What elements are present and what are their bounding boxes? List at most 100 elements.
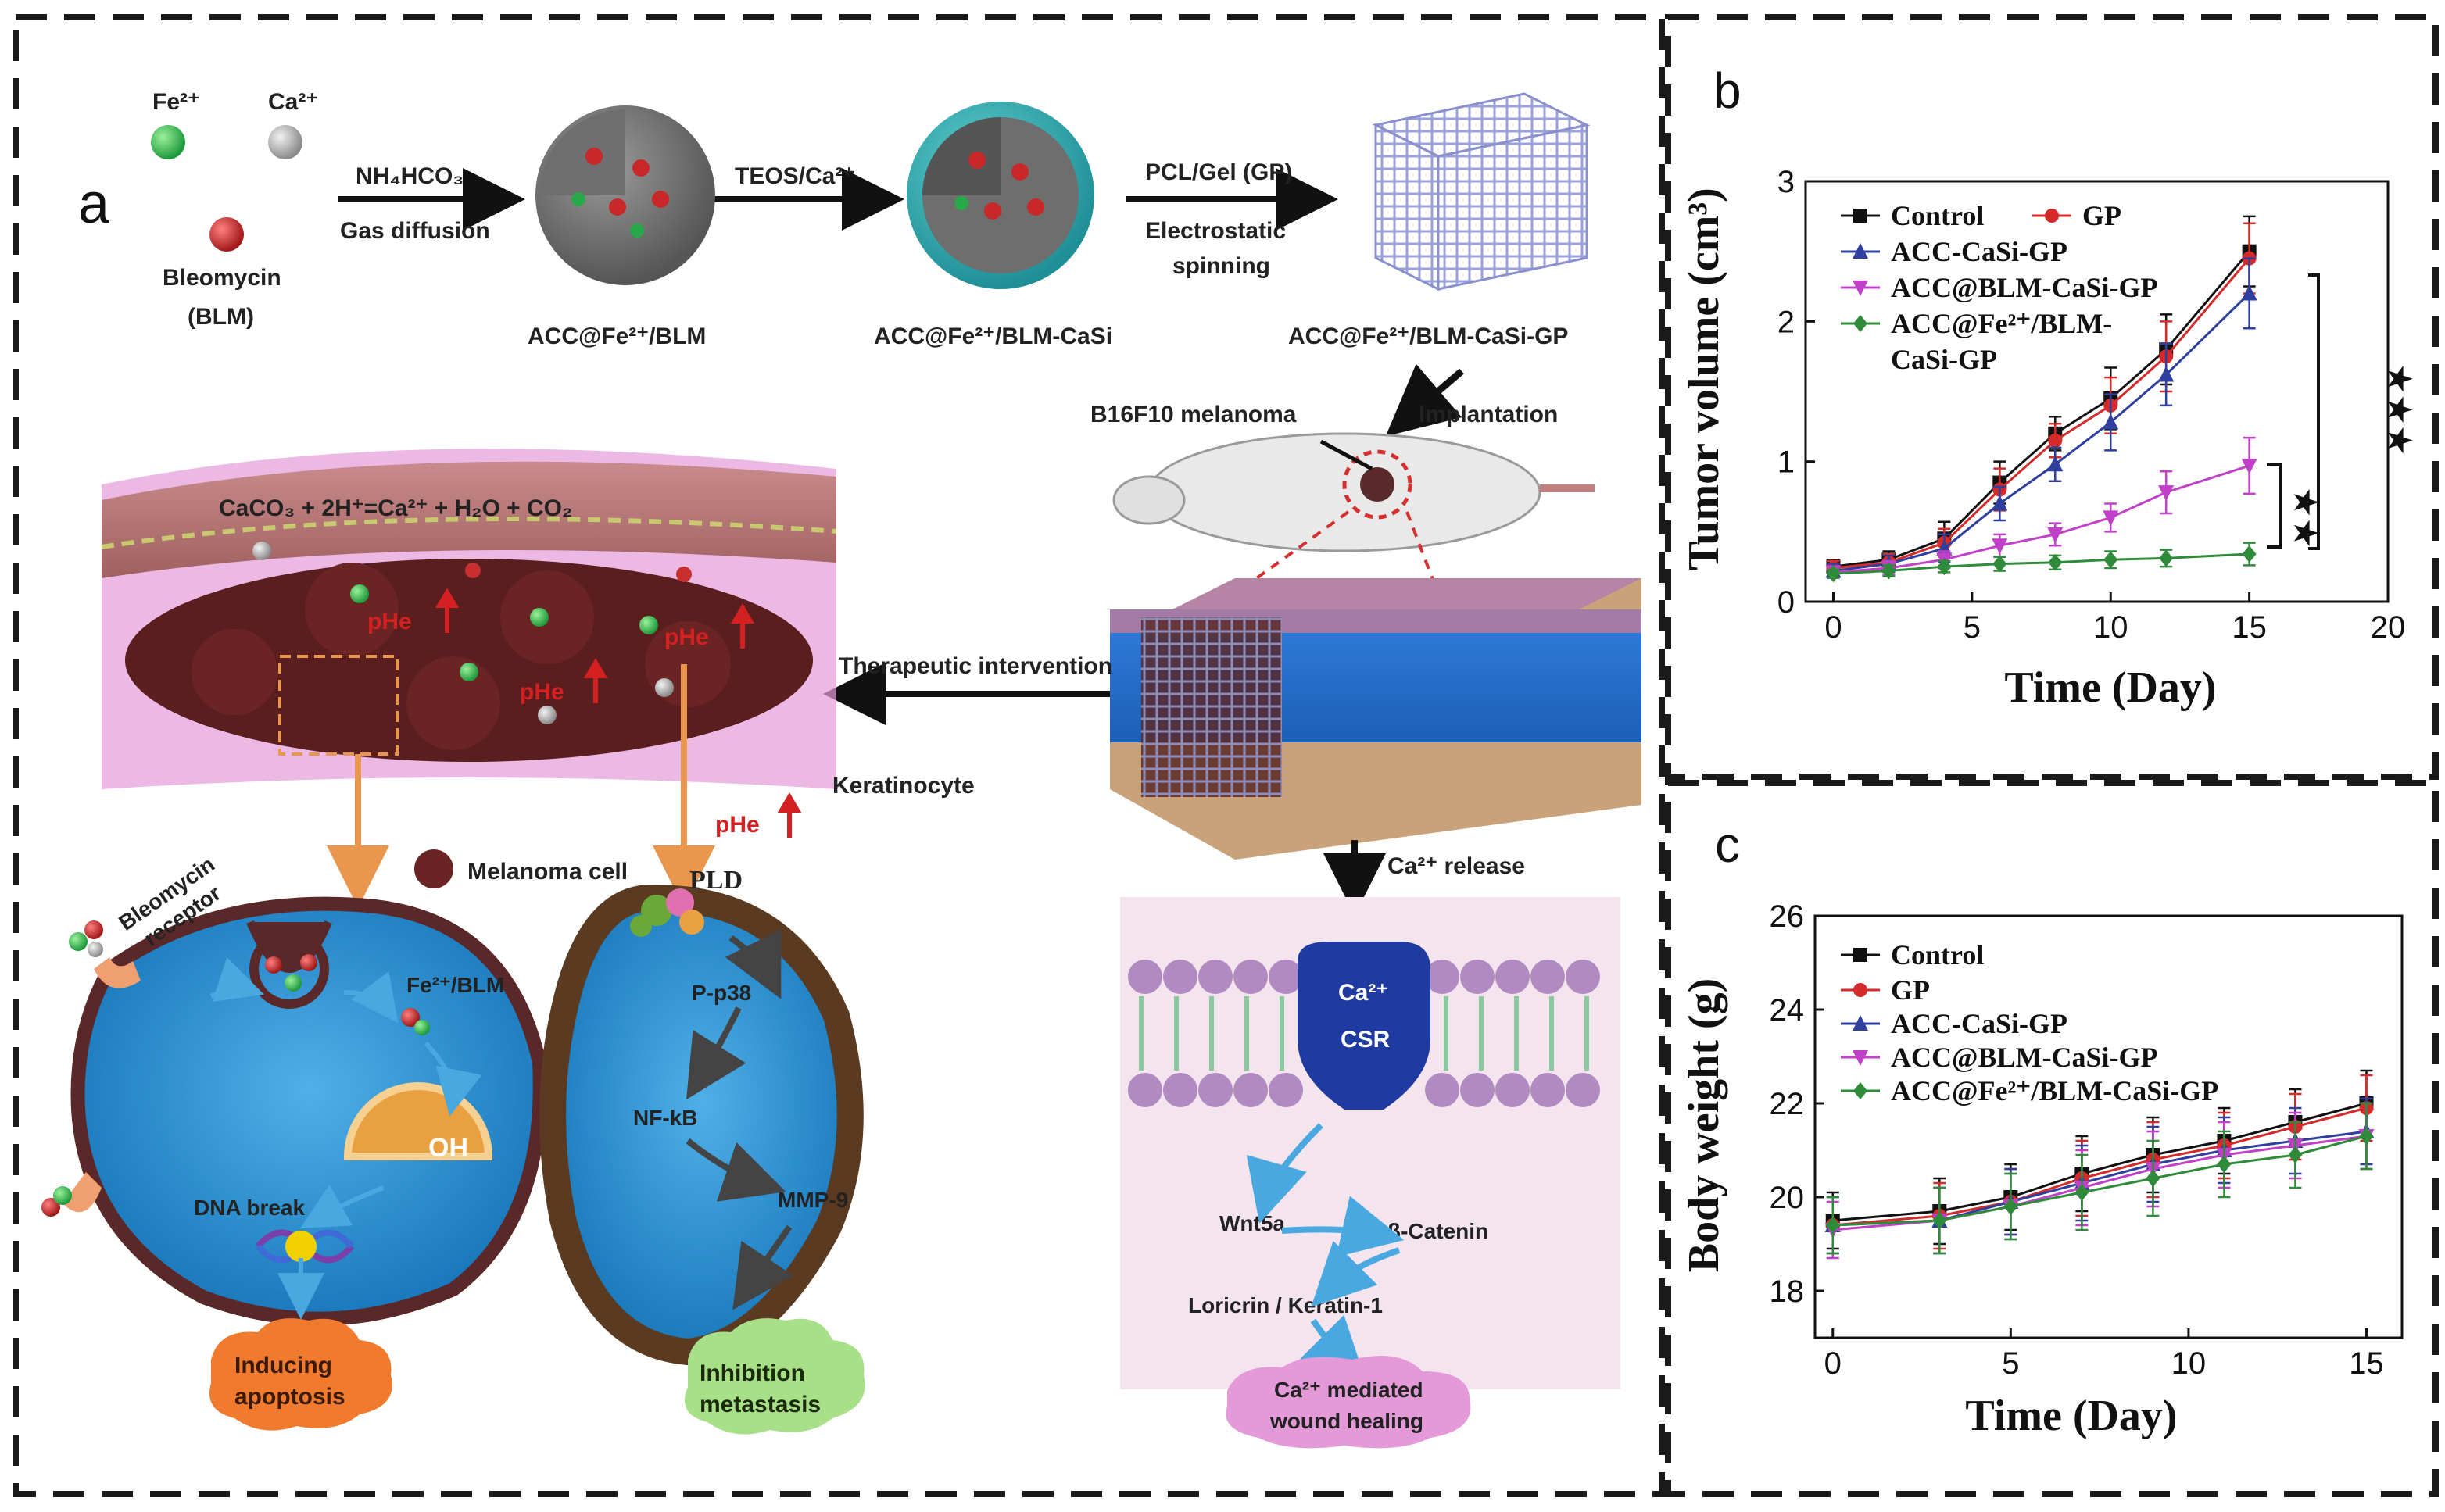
chart-b-data-point	[2158, 485, 2175, 502]
chart-c-series-line-0	[1832, 1102, 2367, 1222]
mouse-icon	[1112, 432, 1595, 552]
acc-particle-icon	[535, 105, 715, 285]
chart-b-x-tick-label: 10	[2093, 610, 2128, 645]
chart-b-series-line-3	[1833, 464, 2250, 574]
chart-c-y-tick-label: 20	[1770, 1181, 1805, 1215]
chart-c-y-tick-label: 24	[1770, 993, 1805, 1028]
chart-b-y-tick-label: 1	[1777, 445, 1795, 480]
chart-b-x-tick-label: 15	[2232, 610, 2267, 645]
apoptosis-cell	[70, 896, 547, 1326]
body-weight-legend: ControlGPACC-CaSi-GPACC@BLM-CaSi-GPACC@F…	[1841, 939, 2218, 1106]
chart-c-legend-label: ACC@Fe²⁺/BLM-CaSi-GP	[1891, 1075, 2218, 1106]
csr-label-2: CSR	[1341, 1027, 1391, 1053]
chart-b-data-point	[2103, 510, 2119, 527]
melanoma-site-label: B16F10 melanoma	[1090, 402, 1297, 427]
chart-b-data-point	[1992, 538, 2008, 555]
chart-b-x-tick-label: 5	[1964, 610, 1981, 645]
chart-b-data-point	[1826, 565, 1841, 583]
chart-b-y-tick-label: 2	[1777, 305, 1795, 339]
chart-b-xlabel: Time (Day)	[2004, 663, 2216, 712]
acc-casi-particle-icon	[907, 102, 1094, 289]
wound-healing-cloud: Ca²⁺ mediated wound healing	[1226, 1356, 1471, 1449]
chart-c-data-point	[2074, 1184, 2089, 1201]
loricrin-label: Loricrin / Keratin-1	[1188, 1293, 1383, 1317]
phe-label-3: pHe	[664, 624, 709, 650]
chart-c-legend-marker	[1853, 1082, 1867, 1099]
chart-b-data-point	[1992, 555, 2007, 573]
chart-b-data-point	[2048, 553, 2063, 571]
panel-b-border	[1665, 14, 2439, 780]
chart-b-data-point	[2047, 456, 2064, 472]
chart-c-series-line-1	[1832, 1106, 2367, 1227]
chart-b-ylabel: Tumor volume (cm³)	[1680, 188, 1728, 570]
chart-b-data-point	[2103, 551, 2118, 569]
pld-label: PLD	[689, 866, 743, 895]
panel-borders	[13, 14, 2439, 1497]
chart-c-legend-label: ACC@BLM-CaSi-GP	[1891, 1042, 2157, 1073]
inhibition-label-2: metastasis	[700, 1392, 821, 1417]
step3-top: PCL/Gel (GP)	[1145, 159, 1292, 185]
chart-b-legend-label: GP	[2082, 200, 2121, 231]
chart-b-data-point	[2047, 527, 2064, 543]
equation-label: CaCO₃ + 2H⁺=Ca²⁺ + H₂O + CO₂	[219, 495, 572, 521]
chart-c-y-tick-label: 18	[1770, 1274, 1805, 1309]
chart-b-data-point	[2048, 433, 2063, 448]
chart-b-series-line-1	[1833, 257, 2250, 570]
chart-b-legend-marker	[1853, 281, 1868, 296]
step3-bottom2: spinning	[1172, 253, 1270, 279]
product2-label: ACC@Fe²⁺/BLM-CaSi	[874, 323, 1112, 349]
dna-break-label: DNA break	[194, 1196, 306, 1220]
chart-b-x-tick-label: 20	[2371, 610, 2406, 645]
step3-bottom1: Electrostatic	[1145, 218, 1286, 244]
panel-a: a Fe²⁺ Ca²⁺ Bleomycin (BLM) NH₄HCO₃ Gas …	[41, 89, 1641, 1449]
chart-b-legend-label: ACC-CaSi-GP	[1891, 236, 2067, 267]
panel-a-label: a	[78, 173, 110, 235]
chart-b-data-point	[2103, 413, 2119, 430]
inducing-label-2: apoptosis	[234, 1384, 345, 1410]
up-arrow-icons	[435, 588, 802, 838]
chart-b-data-point	[2159, 549, 2174, 567]
ca-release-label: Ca²⁺ release	[1387, 853, 1525, 879]
panel-a-border	[13, 14, 1665, 1497]
arrow-implant	[1385, 363, 1464, 437]
chart-b-y-tick-label: 3	[1777, 165, 1795, 199]
chart-c-xlabel: Time (Day)	[1965, 1392, 2177, 1440]
nfkb-label: NF-kB	[633, 1106, 697, 1130]
phe-label-2: pHe	[520, 679, 564, 705]
bleomycin-icon	[209, 217, 244, 252]
oh-label: OH	[428, 1133, 468, 1163]
healing-label-1: Ca²⁺ mediated	[1274, 1378, 1423, 1402]
inducing-apoptosis-cloud: Inducing apoptosis	[209, 1318, 392, 1431]
chart-c-x-tick-label: 10	[2171, 1346, 2207, 1381]
skin-block-icon	[1110, 578, 1641, 860]
chart-c-y-tick-label: 26	[1770, 899, 1805, 934]
significance-2: ★★	[2286, 487, 2325, 549]
chart-b-y-tick-label: 0	[1777, 585, 1795, 620]
chart-c-legend-label: GP	[1891, 974, 1930, 1006]
chart-c-x-tick-label: 15	[2349, 1346, 2384, 1381]
chart-b-legend-marker	[1853, 243, 1868, 259]
therapeutic-label: Therapeutic intervention	[839, 653, 1112, 679]
panel-c-label: c	[1715, 817, 1740, 873]
wnt5a-label: Wnt5a	[1219, 1211, 1285, 1235]
step2-top: TEOS/Ca²⁺	[735, 163, 855, 189]
significance-brackets	[2267, 273, 2320, 550]
chart-c-legend-marker	[1853, 948, 1867, 962]
chart-b-legend-marker	[1853, 209, 1867, 223]
chart-b-legend-marker	[2045, 209, 2059, 223]
mmp9-label: MMP-9	[778, 1188, 848, 1212]
p38-label: P-p38	[692, 981, 751, 1005]
tumor-tissue-icon	[101, 449, 837, 789]
chart-c-data-point	[1932, 1212, 1947, 1229]
scaffold-cube-icon	[1372, 92, 1591, 291]
chart-c-data-point	[2288, 1146, 2303, 1163]
inducing-label-1: Inducing	[234, 1353, 332, 1378]
fe-blm-label: Fe²⁺/BLM	[406, 973, 504, 997]
product1-label: ACC@Fe²⁺/BLM	[528, 323, 706, 349]
chart-b-series-line-0	[1833, 250, 2250, 568]
chart-b-data-point	[2158, 366, 2175, 382]
